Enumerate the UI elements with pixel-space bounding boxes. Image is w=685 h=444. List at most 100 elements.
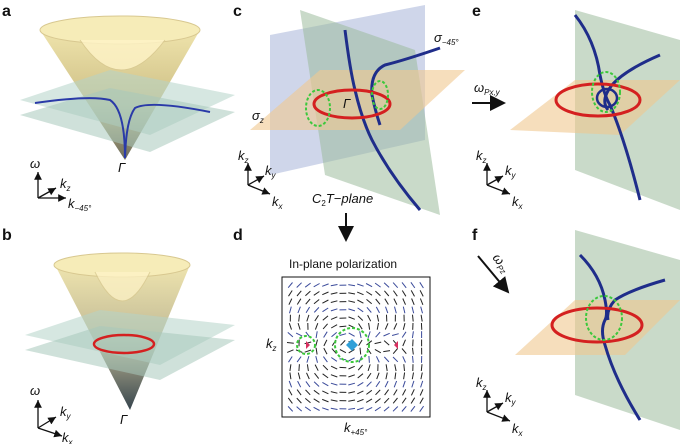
polarization-vector xyxy=(384,380,389,388)
polarization-vector xyxy=(357,381,364,387)
polarization-vector xyxy=(288,356,293,363)
polarization-vector xyxy=(420,372,423,380)
polarization-vector xyxy=(314,372,320,379)
kz-label-a: kz xyxy=(60,176,71,193)
axis-kx-c xyxy=(247,184,271,195)
polarization-vector xyxy=(330,308,338,312)
polarization-vector xyxy=(348,300,356,303)
polarization-vector xyxy=(383,356,390,363)
axis-kz-a xyxy=(37,187,57,199)
axis-ky-c xyxy=(247,175,265,186)
arrow-c-to-f xyxy=(477,255,510,294)
polarization-vector xyxy=(367,314,372,322)
kx-label-c: kx xyxy=(272,194,284,211)
polarization-vector xyxy=(313,389,320,395)
polarization-vector xyxy=(393,298,398,305)
polarization-vector xyxy=(315,347,318,355)
polarization-vector xyxy=(314,323,319,330)
polarization-vector xyxy=(296,282,302,288)
polarization-vector xyxy=(392,348,398,355)
polarization-vector xyxy=(340,340,346,346)
polarization-vector xyxy=(287,332,294,338)
polarization-vector xyxy=(322,307,329,313)
polarization-vector xyxy=(357,373,364,379)
polarization-vector xyxy=(376,322,379,330)
polarization-vector xyxy=(305,389,311,396)
polarization-vector xyxy=(394,364,397,372)
polarization-vector xyxy=(322,323,328,330)
omega-label-b: ω xyxy=(30,383,40,398)
polarization-vector xyxy=(288,389,293,396)
polarization-vector xyxy=(411,331,414,339)
polarization-vector xyxy=(365,406,373,411)
polarization-vector xyxy=(419,389,424,396)
polarization-vector xyxy=(296,389,302,396)
polarization-vector xyxy=(374,282,381,288)
kx-label-e: kx xyxy=(512,194,524,211)
polarization-vector xyxy=(366,348,372,355)
polarization-vector xyxy=(330,316,338,320)
nodal-line-f1 xyxy=(578,253,642,421)
polarization-vector xyxy=(313,291,320,296)
polarization-vector xyxy=(323,331,328,338)
polarization-vector xyxy=(412,314,414,322)
polarization-vector xyxy=(401,331,407,338)
polarization-vector xyxy=(357,283,364,287)
polarization-vector xyxy=(374,406,381,412)
polarization-vector xyxy=(365,283,373,288)
polarization-vector xyxy=(297,372,301,380)
nodal-line-c2 xyxy=(370,46,441,126)
polarization-vector xyxy=(313,283,320,288)
polarization-vector xyxy=(287,397,293,404)
polarization-vector xyxy=(402,356,406,363)
axis-ky-f xyxy=(486,402,504,413)
polarization-vector xyxy=(286,342,294,344)
axis-ky-b xyxy=(37,416,57,429)
polarization-vector xyxy=(358,339,363,347)
polarization-vector xyxy=(366,389,373,395)
polarization-vector xyxy=(419,282,424,289)
polarization-vector xyxy=(410,397,416,404)
polarization-vector xyxy=(384,389,390,396)
ky-label-c: ky xyxy=(265,163,277,180)
polarization-vector xyxy=(356,407,364,411)
polarization-vector xyxy=(298,314,300,322)
polarization-vector xyxy=(288,380,293,388)
left-singularity xyxy=(306,341,310,349)
polarization-vector xyxy=(331,357,338,362)
polarization-vector xyxy=(287,282,293,289)
panel-c: c Γ σ−45° σz kz ky kx C2T−plane xyxy=(233,3,465,242)
polarization-vector xyxy=(374,341,382,345)
panel-f: f ωPz kz ky kx xyxy=(472,227,680,438)
polarization-vector xyxy=(339,349,347,354)
polarization-vector xyxy=(322,356,328,363)
polarization-vector xyxy=(306,372,310,380)
polarization-vector xyxy=(322,315,329,321)
polarization-vector xyxy=(401,397,407,404)
nodal-ring-f xyxy=(550,306,644,344)
polarization-vector xyxy=(412,347,414,355)
polarization-vector xyxy=(357,398,364,403)
polarization-vector xyxy=(375,298,381,305)
kz-label-f: kz xyxy=(476,375,487,392)
polarization-vector xyxy=(384,290,390,297)
nodal-ring-b xyxy=(92,333,156,355)
kdiag-label-a: k−45° xyxy=(68,196,92,213)
polarization-vector xyxy=(357,315,364,321)
panel-a: a Γ ω kz k−45° xyxy=(2,3,235,213)
polarization-vector xyxy=(376,372,380,380)
polarization-vector xyxy=(419,397,424,404)
polarization-vector xyxy=(402,380,406,388)
polarization-vector xyxy=(331,332,338,338)
polarization-vector xyxy=(401,290,407,297)
axis-ky-e xyxy=(486,175,504,186)
polarization-vector xyxy=(392,406,399,412)
polarization-vector xyxy=(366,306,372,313)
polarization-vector xyxy=(304,398,311,404)
inner-cone-b xyxy=(94,271,151,302)
polarization-vector xyxy=(366,340,373,346)
polarization-vector xyxy=(357,390,364,395)
polarization-vector xyxy=(367,331,371,339)
polarization-vector xyxy=(366,299,373,305)
panel-d: d In-plane polarization kz k+45° xyxy=(233,227,431,437)
